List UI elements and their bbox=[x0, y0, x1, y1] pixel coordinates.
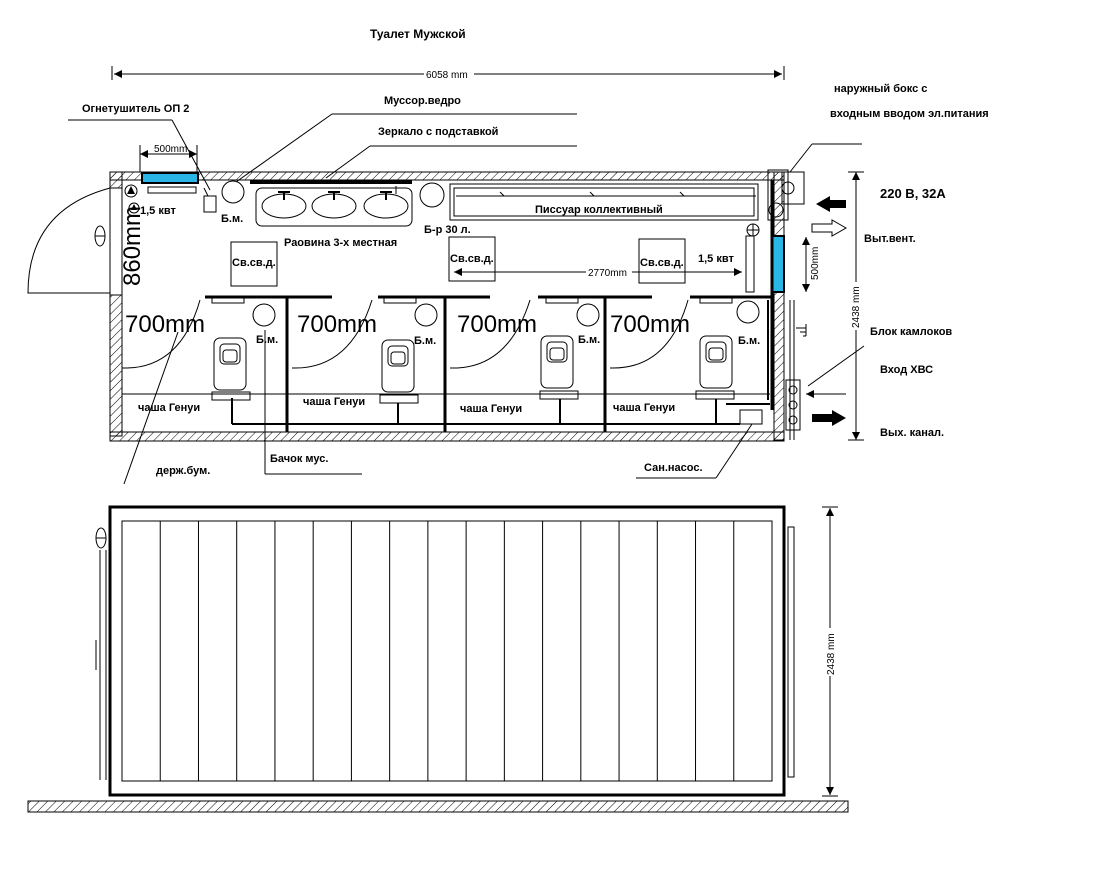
dim-500-right: 500mm bbox=[810, 247, 821, 280]
plan-title: Туалет Мужской bbox=[370, 27, 466, 41]
sink-label: Раовина 3-х местная bbox=[284, 237, 397, 249]
sewer-out-label: Вых. канал. bbox=[880, 427, 944, 439]
genoa-bowl-4 bbox=[695, 335, 735, 400]
genoa-bowl-3 bbox=[539, 335, 579, 400]
side-elevation bbox=[27, 505, 849, 813]
lamp-3-label: Св.св.д. bbox=[640, 257, 684, 269]
genoa-2-label: чаша Генуи bbox=[303, 396, 365, 408]
bm-bin-icon bbox=[221, 180, 245, 204]
fan-icon bbox=[746, 223, 760, 237]
pump-label: Сан.насос. bbox=[644, 462, 703, 474]
lamp-1-label: Св.св.д. bbox=[232, 257, 276, 269]
wall-left bbox=[109, 294, 123, 437]
paper-holder-label: держ.бум. bbox=[156, 465, 210, 477]
length-label: 6058 mm bbox=[426, 70, 468, 81]
lamp-2-label: Св.св.д. bbox=[450, 253, 494, 265]
bm-sink-label: Б.м. bbox=[221, 213, 243, 225]
waste-bin-label: Бачок мус. bbox=[270, 453, 328, 465]
stall-4-bm: Б.м. bbox=[738, 335, 760, 347]
stall-1-width: 700mm bbox=[125, 311, 205, 338]
width-top-label: 2438 mm bbox=[851, 286, 862, 328]
lamp-1 bbox=[230, 241, 278, 287]
lamp-3 bbox=[638, 238, 686, 284]
urinal-icon bbox=[449, 183, 759, 221]
power-label: 220 В, 32А bbox=[880, 186, 946, 201]
outer-box-label-1: наружный бокс с bbox=[834, 83, 927, 95]
sink-icon bbox=[255, 186, 413, 227]
mirror-label: Зеркало с подставкой bbox=[378, 126, 498, 138]
exhaust-arrow-icon bbox=[811, 219, 848, 237]
exhaust-label: Выт.вент. bbox=[864, 233, 916, 245]
extinguisher-icon bbox=[203, 187, 217, 213]
door-handle-icon bbox=[94, 225, 106, 247]
top-plan: 860mm 500mm 1,5 квт Огнетушитель ОП 2 Му… bbox=[27, 95, 862, 485]
door-swing bbox=[27, 187, 111, 294]
lamp-2 bbox=[448, 236, 496, 282]
wall-top bbox=[109, 171, 785, 181]
socket-icon bbox=[124, 184, 140, 214]
urinal-label: Писсуар коллективный bbox=[535, 204, 663, 216]
elevation-panels bbox=[159, 521, 735, 781]
sewer-arrow-icon bbox=[812, 410, 846, 426]
right-heater-small bbox=[745, 235, 755, 293]
camlock-label: Блок камлоков bbox=[870, 326, 952, 338]
extinguisher-label: Огнетушитель ОП 2 bbox=[82, 103, 189, 115]
genoa-bowl-2 bbox=[379, 339, 419, 404]
heater-left-label: 1,5 квт bbox=[140, 205, 176, 217]
trash-bucket-label: Муссор.ведро bbox=[384, 95, 461, 107]
stall-3-width: 700mm bbox=[457, 311, 537, 338]
boiler-label: Б-р 30 л. bbox=[424, 224, 471, 236]
water-in-label: Вход ХВС bbox=[880, 364, 933, 376]
stall-3-bm: Б.м. bbox=[578, 334, 600, 346]
stall-1-bm: Б.м. bbox=[256, 334, 278, 346]
stall-2-bm: Б.м. bbox=[414, 335, 436, 347]
heater-right-label: 1,5 квт bbox=[698, 253, 734, 265]
width-bottom-label: 2438 mm bbox=[826, 633, 837, 675]
dim-500-left: 500mm bbox=[154, 144, 187, 155]
genoa-4-label: чаша Генуи bbox=[613, 402, 675, 414]
outer-box-label-2: входным вводом эл.питания bbox=[830, 108, 989, 120]
power-in-arrow-icon bbox=[816, 196, 846, 212]
left-heater-icon bbox=[141, 172, 199, 184]
mirror-bar bbox=[250, 180, 412, 184]
door-width-label: 860mm bbox=[119, 206, 146, 286]
genoa-1-label: чаша Генуи bbox=[138, 402, 200, 414]
dim-2770: 2770mm bbox=[588, 268, 627, 279]
right-heater-icon bbox=[771, 235, 785, 293]
genoa-bowl-1 bbox=[211, 337, 251, 401]
elevation-handle-icon bbox=[95, 527, 107, 549]
dimension-length: 6058 mm bbox=[111, 66, 785, 81]
stall-2-width: 700mm bbox=[297, 311, 377, 338]
wall-bottom bbox=[109, 431, 785, 442]
genoa-3-label: чаша Генуи bbox=[460, 403, 522, 415]
boiler-icon bbox=[419, 182, 445, 208]
pump-icon bbox=[739, 409, 763, 425]
stall-4-width: 700mm bbox=[610, 311, 690, 338]
ground bbox=[27, 800, 849, 813]
